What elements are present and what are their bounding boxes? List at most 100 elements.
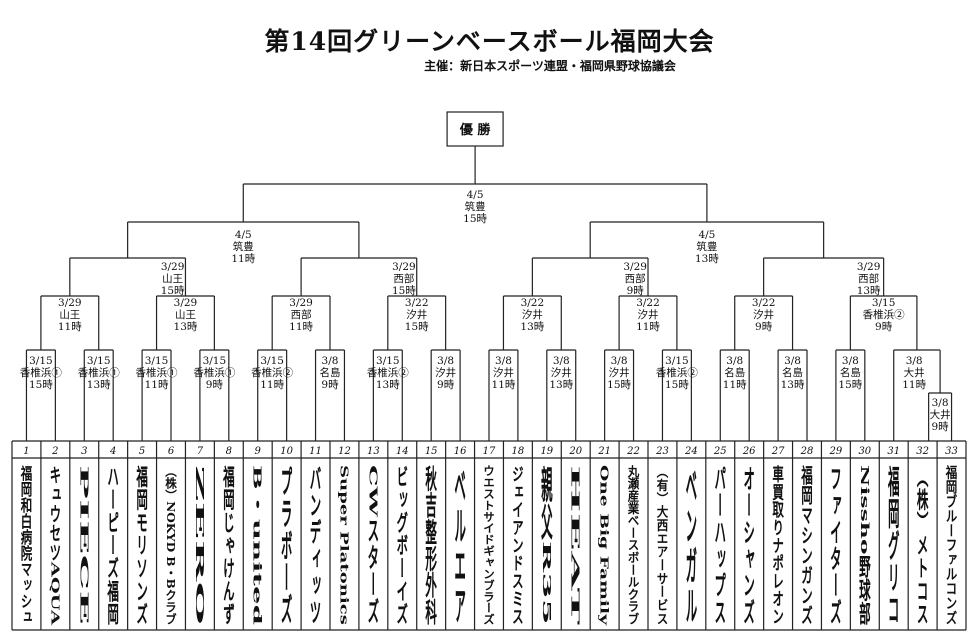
match-time: 11時	[260, 379, 284, 391]
match-venue: 筑豊	[696, 240, 717, 253]
match-date: 3/22	[521, 297, 545, 309]
match-time: 9時	[755, 321, 773, 333]
match-venue: 大井	[904, 366, 925, 379]
match-date: 3/8	[437, 355, 454, 367]
team-number: 7	[197, 446, 204, 457]
match-time: 9時	[931, 421, 949, 433]
team-number: 32	[916, 446, 929, 457]
match-venue: 汐井	[435, 366, 456, 379]
team-name: 福岡和白病院マッシュ	[19, 464, 33, 625]
match-date: 3/15	[872, 297, 896, 309]
match-venue: 香椎浜①	[193, 366, 235, 379]
match-date: 3/8	[932, 397, 949, 409]
match-venue: 汐井	[406, 308, 427, 321]
team-number: 16	[454, 446, 467, 457]
match-date: 3/15	[665, 355, 689, 367]
match-date: 3/29	[161, 261, 185, 273]
team-name: （株）NOKYD B・Bクラブ	[164, 465, 178, 625]
match-date: 3/8	[495, 355, 512, 367]
team-name: 秋吉整形外科	[424, 463, 438, 626]
team-number: 9	[255, 446, 262, 457]
match-venue: 汐井	[753, 308, 774, 321]
match-venue: 香椎浜②	[251, 366, 293, 379]
match-venue: 山王	[175, 309, 196, 321]
match-venue: 山王	[59, 309, 80, 321]
match-venue: 山王	[162, 273, 183, 285]
team-name: ハーピーズ福岡	[106, 465, 120, 626]
match-time: 13時	[520, 321, 544, 333]
team-name: PIECE	[77, 465, 91, 626]
team-name: パーハップス	[713, 465, 727, 625]
team-number: 30	[858, 446, 871, 457]
match-date: 3/29	[623, 261, 647, 273]
organizer-subtitle: 主催：新日本スポーツ連盟・福岡県野球協議会	[424, 59, 676, 73]
team-name: （株）メトコス	[916, 465, 930, 625]
match-time: 9時	[321, 379, 339, 391]
team-name: Super Platonics	[337, 465, 351, 625]
match-date: 3/8	[553, 355, 570, 367]
team-number: 28	[800, 446, 814, 457]
team-number: 14	[396, 446, 409, 457]
match-time: 9時	[437, 379, 455, 391]
team-number: 8	[226, 446, 232, 457]
match-date: 3/8	[322, 355, 339, 367]
match-venue: 西部	[291, 308, 312, 321]
team-name: バンディッツ	[309, 465, 323, 625]
team-number: 25	[713, 446, 727, 457]
team-number: 6	[168, 446, 175, 457]
match-time: 13時	[376, 379, 400, 391]
match-time: 15時	[838, 379, 862, 391]
team-name: 福岡じゃけんず	[222, 463, 236, 625]
match-venue: 香椎浜①	[78, 366, 120, 379]
team-name: B・united	[251, 465, 265, 625]
team-number: 3	[81, 446, 87, 457]
team-name: ビッグボーイズ	[395, 465, 409, 625]
team-number: 10	[280, 446, 293, 457]
team-name: （有）大西エアーサービス	[655, 465, 669, 625]
match-date: 3/22	[405, 297, 429, 309]
match-date: 3/15	[145, 355, 169, 367]
match-date: 3/29	[392, 261, 416, 273]
match-venue: 名島	[782, 366, 803, 379]
match-date: 3/15	[376, 355, 400, 367]
match-time: 13時	[695, 253, 719, 265]
team-name: ジェイアンドスミス	[511, 465, 525, 625]
champion-box	[446, 111, 504, 147]
match-venue: 大井	[930, 408, 951, 421]
team-name: プラボーズ	[280, 465, 294, 625]
match-time: 11時	[231, 253, 255, 265]
match-time: 15時	[29, 379, 53, 391]
team-number: 17	[483, 446, 496, 457]
match-date: 3/15	[203, 355, 227, 367]
match-venue: 筑豊	[233, 240, 254, 253]
match-time: 13時	[549, 379, 573, 391]
champion-label: 優 勝	[459, 122, 492, 138]
match-date: 3/29	[58, 297, 82, 309]
match-date: 3/15	[87, 355, 111, 367]
match-time: 11時	[723, 379, 747, 391]
match-venue: 香椎浜①	[136, 366, 178, 379]
team-number: 20	[568, 446, 582, 457]
match-time: 15時	[463, 213, 487, 225]
team-name: ウエストサイドギャンブラーズ	[482, 465, 496, 625]
team-name: One Big Family	[598, 465, 612, 625]
team-name: Nissho野球部	[858, 465, 872, 626]
match-time: 9時	[875, 321, 893, 333]
team-number: 15	[425, 446, 438, 457]
team-name: オーシャンズ	[742, 465, 756, 625]
match-date: 3/8	[611, 355, 628, 367]
team-number: 33	[945, 446, 958, 457]
team-name: ベルエア	[453, 465, 467, 625]
match-time: 15時	[665, 379, 689, 391]
team-name: ファイターズ	[829, 465, 843, 625]
match-time: 11時	[145, 379, 169, 391]
team-number: 31	[887, 446, 900, 457]
match-venue: 名島	[724, 366, 745, 379]
match-time: 15時	[161, 285, 185, 297]
match-time: 13時	[87, 379, 111, 391]
match-venue: 筑豊	[465, 200, 486, 213]
team-number: 27	[771, 446, 785, 457]
match-time: 9時	[627, 285, 645, 297]
match-time: 11時	[58, 321, 82, 333]
